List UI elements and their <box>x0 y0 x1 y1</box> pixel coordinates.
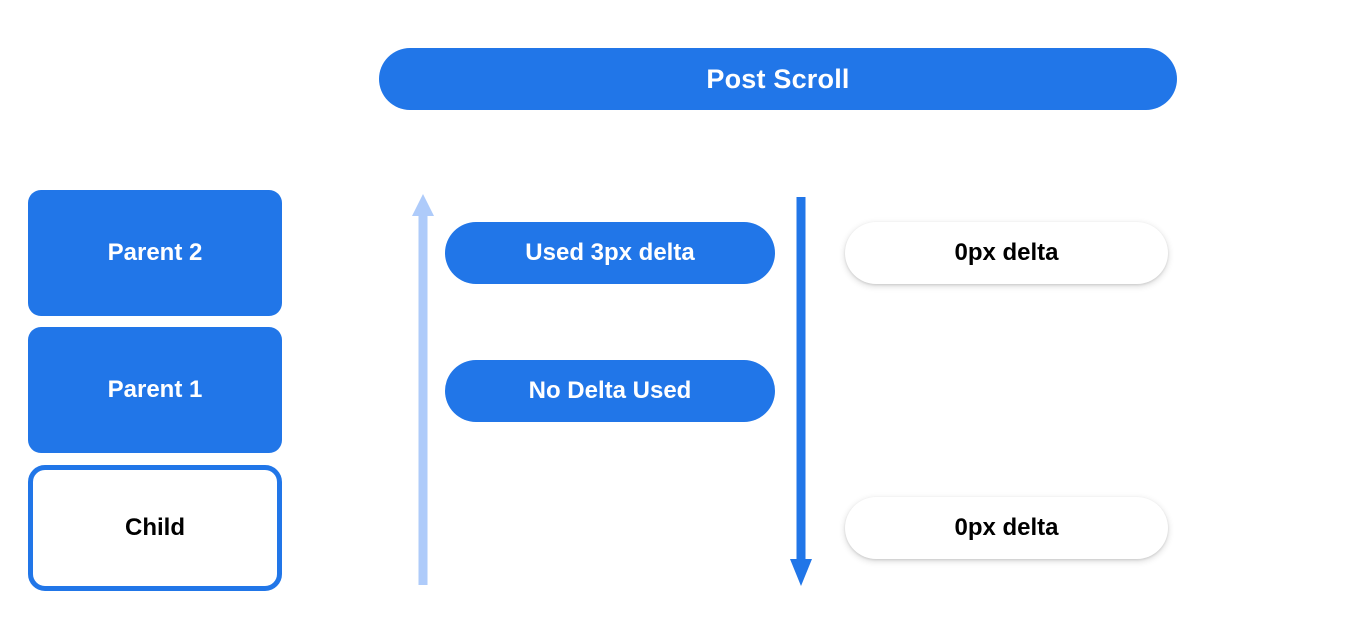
node-parent-1: Parent 1 <box>28 327 282 453</box>
result-pill-zero-delta-bottom: 0px delta <box>845 497 1168 559</box>
result-pill-zero-delta-bottom-label: 0px delta <box>954 514 1059 541</box>
page-title: Post Scroll <box>706 63 850 94</box>
delta-pill-no-delta-used-label: No Delta Used <box>528 377 692 404</box>
scroll-down-arrow-head <box>790 559 812 586</box>
node-parent-2: Parent 2 <box>28 190 282 316</box>
node-child-label: Child <box>125 514 185 541</box>
scroll-up-arrow-head <box>412 194 434 216</box>
scroll-down-arrow <box>790 197 812 586</box>
node-parent-2-label: Parent 2 <box>107 239 203 266</box>
node-child: Child <box>28 465 282 591</box>
result-pill-zero-delta-top: 0px delta <box>845 222 1168 284</box>
post-scroll-title-bar: Post Scroll <box>379 48 1177 110</box>
delta-pill-used-3px-label: Used 3px delta <box>525 239 695 266</box>
result-pill-zero-delta-top-label: 0px delta <box>954 239 1059 266</box>
delta-pill-used-3px: Used 3px delta <box>445 222 775 284</box>
node-parent-1-label: Parent 1 <box>107 376 203 403</box>
scroll-up-arrow <box>412 194 434 585</box>
delta-pill-no-delta-used: No Delta Used <box>445 360 775 422</box>
